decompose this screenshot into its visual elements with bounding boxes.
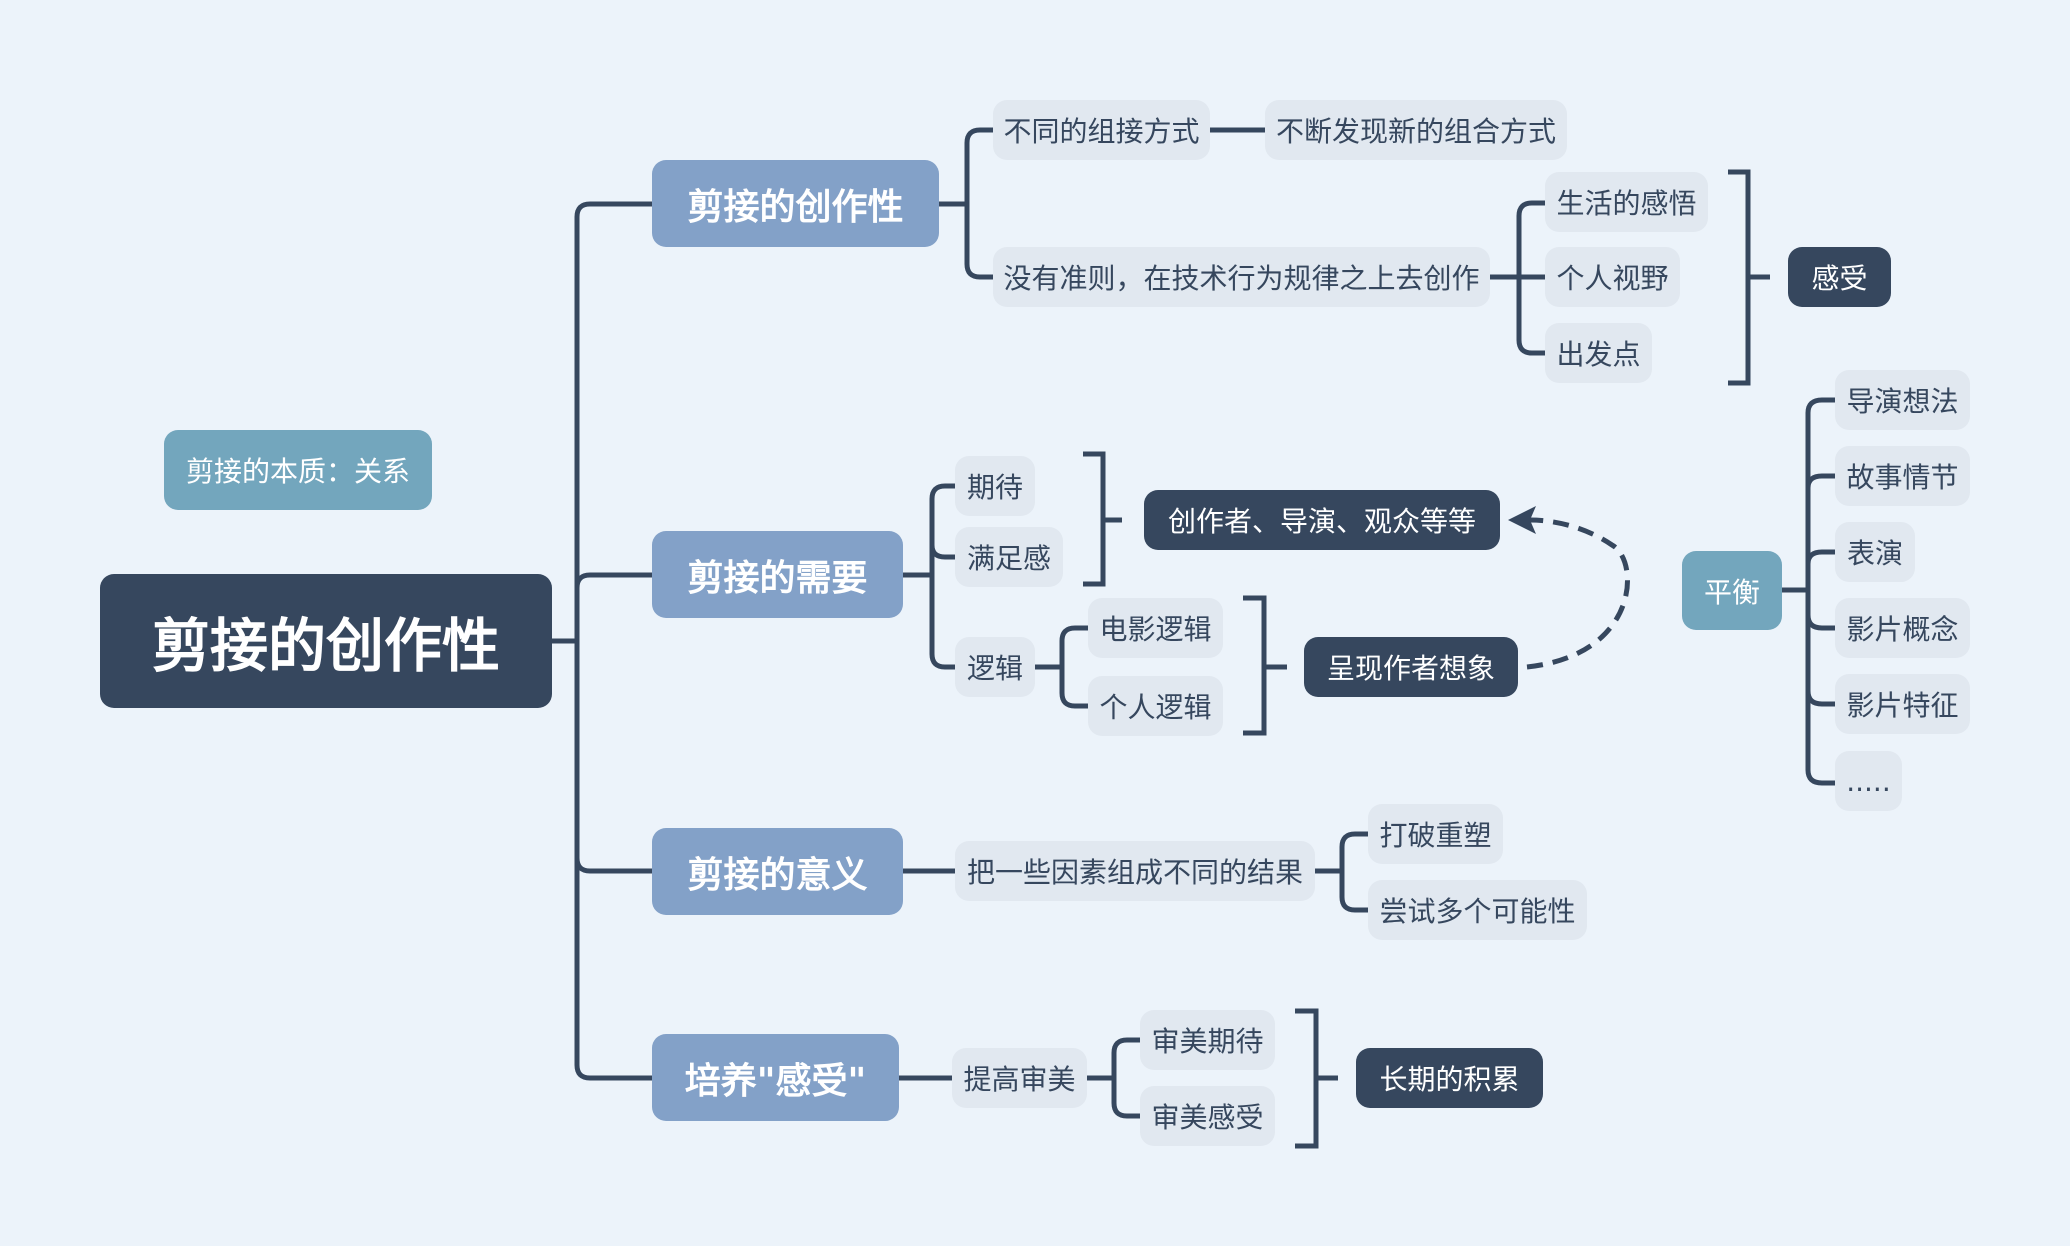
subtopic-break-reshape[interactable]: 打破重塑 (1368, 804, 1503, 864)
connector-t2-mid (929, 544, 955, 560)
subtopic-combination[interactable]: 不同的组接方式 (993, 100, 1210, 160)
floating-topic[interactable]: 剪接的本质：关系 (164, 430, 432, 510)
subtopic-logic[interactable]: 逻辑 (955, 637, 1035, 697)
subtopic-film-features[interactable]: 影片特征 (1835, 674, 1970, 734)
summary-accumulation[interactable]: 长期的积累 (1356, 1048, 1543, 1108)
subtopic-director-idea[interactable]: 导演想法 (1835, 370, 1970, 430)
subtopic-performance[interactable]: 表演 (1835, 522, 1915, 582)
topic-meaning[interactable]: 剪接的意义 (652, 828, 903, 915)
summary-bracket-accumulate (1295, 1008, 1319, 1149)
summary-bracket-imagination (1243, 595, 1267, 736)
connector-balance-k4 (1805, 614, 1835, 631)
subtopic-film-logic[interactable]: 电影逻辑 (1088, 598, 1223, 658)
subtopic-personal-vision[interactable]: 个人视野 (1545, 247, 1680, 307)
subtopic-new-combination[interactable]: 不断发现新的组合方式 (1265, 100, 1567, 160)
connector-topic3 (574, 857, 652, 874)
topic-creativity[interactable]: 剪接的创作性 (652, 160, 939, 247)
subtopic-personal-logic[interactable]: 个人逻辑 (1088, 676, 1223, 736)
summary-feeling[interactable]: 感受 (1788, 247, 1891, 307)
subtopic-expectation[interactable]: 期待 (955, 456, 1035, 516)
relationship-arrow-icon (1508, 506, 1536, 534)
root-topic[interactable]: 剪接的创作性 (100, 574, 552, 708)
connector-t3-c1-kids (1339, 831, 1368, 913)
connector-t2-kids (929, 483, 955, 670)
subtopic-more[interactable]: ..... (1835, 751, 1902, 811)
floating-balance[interactable]: 平衡 (1682, 551, 1782, 630)
subtopic-try-possibilities[interactable]: 尝试多个可能性 (1368, 880, 1587, 940)
summary-bracket-ganshou (1728, 169, 1751, 386)
subtopic-starting-point[interactable]: 出发点 (1545, 323, 1652, 383)
summary-imagination[interactable]: 呈现作者想象 (1304, 637, 1518, 697)
summary-bracket-creators (1083, 451, 1106, 587)
subtopic-aesthetic-expectation[interactable]: 审美期待 (1140, 1010, 1275, 1070)
subtopic-film-concept[interactable]: 影片概念 (1835, 598, 1970, 658)
connector-balance-k2 (1805, 473, 1835, 489)
summary-creators[interactable]: 创作者、导演、观众等等 (1144, 490, 1500, 550)
subtopic-different-results[interactable]: 把一些因素组成不同的结果 (955, 841, 1315, 901)
connector-luoji-kids (1059, 625, 1088, 709)
relationship-dashed-line (1526, 517, 1630, 670)
subtopic-no-rules[interactable]: 没有准则，在技术行为规律之上去创作 (993, 247, 1490, 307)
connector-trunk (574, 201, 652, 1081)
connector-balance-k3 (1805, 549, 1835, 565)
connector-topic2 (574, 572, 652, 589)
connector-t1-c1 (964, 127, 993, 280)
topic-cultivate-feeling[interactable]: 培养"感受" (652, 1034, 899, 1121)
subtopic-improve-aesthetics[interactable]: 提高审美 (952, 1048, 1087, 1108)
connector-t4-c1-kids (1111, 1037, 1140, 1119)
subtopic-story-plot[interactable]: 故事情节 (1835, 446, 1970, 506)
connector-balance-k5 (1805, 690, 1835, 707)
subtopic-satisfaction[interactable]: 满足感 (955, 527, 1063, 587)
subtopic-aesthetic-feeling[interactable]: 审美感受 (1140, 1086, 1275, 1146)
connector-balance-kids (1805, 397, 1835, 786)
subtopic-life-insight[interactable]: 生活的感悟 (1545, 172, 1708, 232)
topic-needs[interactable]: 剪接的需要 (652, 531, 903, 618)
